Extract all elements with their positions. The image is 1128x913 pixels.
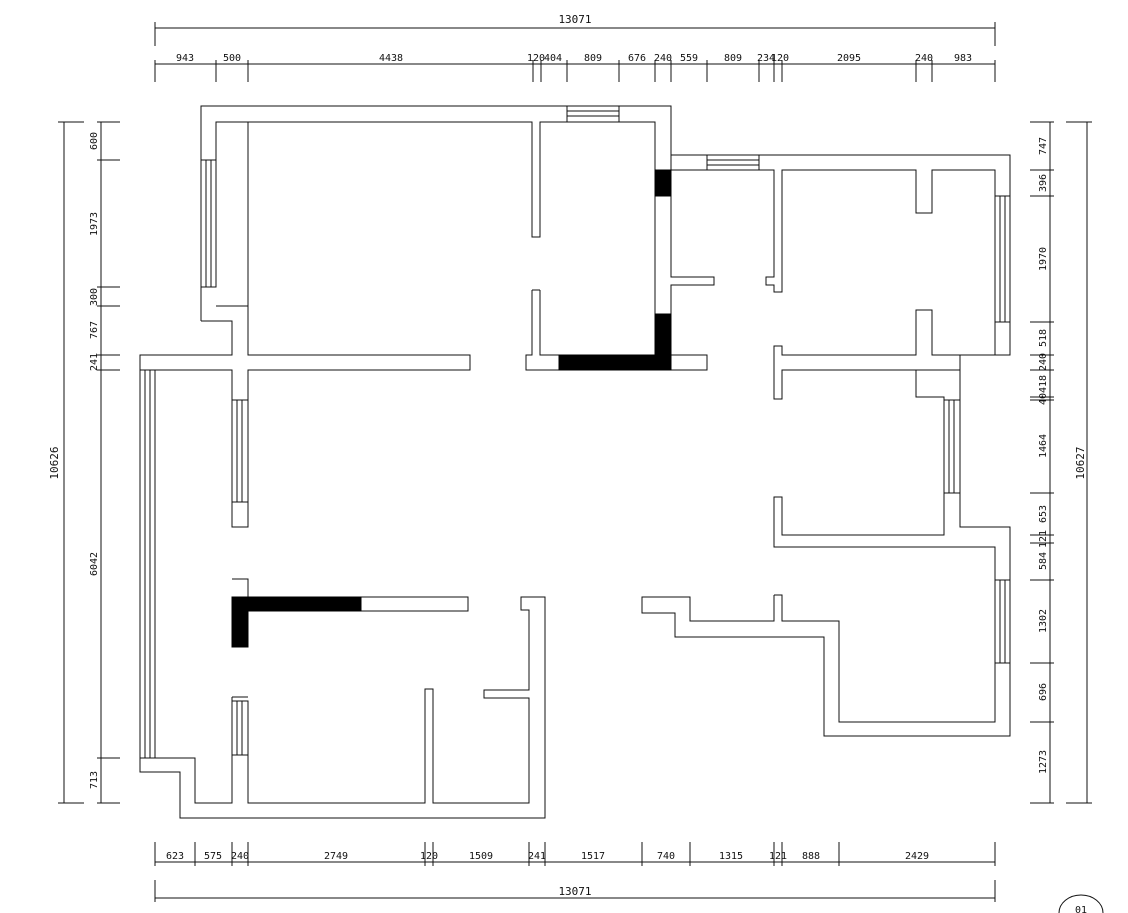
wall-outline [215, 121, 656, 371]
top-dim-label: 676 [628, 53, 646, 64]
top-dim-label: 809 [724, 53, 742, 64]
bottom-dim-label: 888 [802, 851, 820, 862]
right-dim-label: 1464 [1038, 434, 1049, 458]
concrete-column [231, 596, 249, 648]
wall-outline [216, 122, 249, 307]
bottom-dim-label: 1315 [719, 851, 743, 862]
window-left-upper [200, 159, 217, 288]
top-dim-label: 234 [757, 53, 775, 64]
top-dim-label: 4438 [379, 53, 403, 64]
top-dim-label: 559 [680, 53, 698, 64]
windows [139, 105, 1011, 759]
window-top-right [706, 154, 760, 171]
right-dim-label: 40 [1038, 393, 1049, 405]
right-dim-label: 1970 [1038, 247, 1049, 271]
right-dim-label: 418 [1038, 375, 1049, 393]
right-dim-label: 121 [1038, 530, 1049, 548]
right-dim-label: 747 [1038, 137, 1049, 155]
left-dim-label: 1973 [89, 212, 100, 236]
bottom-dim-label: 1517 [581, 851, 605, 862]
right-dim-label: 396 [1038, 174, 1049, 192]
bottom-dim-label: 121 [769, 851, 787, 862]
left-dim-label: 6042 [89, 552, 100, 576]
top-dim-label: 983 [954, 53, 972, 64]
bottom-total-dimension: 13071 [558, 885, 591, 898]
right-dim-label: 518 [1038, 329, 1049, 347]
bottom-dim-label: 740 [657, 851, 675, 862]
right-dim-label: 240 [1038, 353, 1049, 371]
top-total-dimension: 13071 [558, 13, 591, 26]
top-dim-label: 2095 [837, 53, 861, 64]
left-dim-label: 600 [89, 132, 100, 150]
top-dim-label: 500 [223, 53, 241, 64]
right-dimension-chain: 747 396 1970 518 240 418 40 1464 653 121… [1030, 121, 1092, 804]
left-dim-label: 241 [89, 353, 100, 371]
window-inner-lower-left [231, 700, 249, 756]
wall-outline [671, 169, 996, 723]
left-ticks [97, 121, 120, 804]
wall-outline [539, 290, 559, 356]
right-ticks [1030, 121, 1054, 804]
bottom-dimension-chain: 623 575 240 2749 120 1509 241 1517 740 1… [154, 842, 996, 902]
top-dim-label: 120 [771, 53, 789, 64]
right-dim-label: 653 [1038, 505, 1049, 523]
bottom-ticks [154, 842, 996, 866]
left-dimension-chain: 10626 600 1973 300 767 241 6042 713 [48, 121, 120, 804]
left-dim-label: 767 [89, 321, 100, 339]
window-left-long [139, 369, 156, 759]
top-dim-label: 404 [544, 53, 562, 64]
bottom-dim-label: 240 [231, 851, 249, 862]
window-inner-left [231, 399, 249, 503]
top-dimension-chain: 13071 943 500 4438 120 404 809 676 240 [154, 13, 996, 82]
left-dim-label: 713 [89, 771, 100, 789]
window-right-middle [943, 399, 961, 494]
bottom-dim-label: 575 [204, 851, 222, 862]
top-dim-label: 809 [584, 53, 602, 64]
wall-outline [670, 155, 715, 371]
bottom-dim-label: 2429 [905, 851, 929, 862]
concrete-column [654, 169, 672, 197]
wall-outline [139, 306, 546, 819]
wall-outline [525, 290, 559, 371]
bottom-dim-label: 120 [420, 851, 438, 862]
bottom-dim-label: 1509 [469, 851, 493, 862]
drawing-stamp: 01 [1058, 894, 1104, 913]
right-dim-label: 1302 [1038, 609, 1049, 633]
solid-blocks [231, 169, 672, 648]
top-ticks [154, 60, 996, 82]
right-total-dimension: 10627 [1074, 446, 1087, 479]
right-dim-label: 1273 [1038, 750, 1049, 774]
concrete-beam [558, 354, 656, 371]
wall-outline [200, 105, 1011, 737]
bottom-dim-label: 241 [528, 851, 546, 862]
window-top [566, 105, 620, 123]
concrete-beam [247, 596, 362, 612]
window-right-lower [994, 579, 1011, 664]
concrete-column [654, 313, 672, 371]
bottom-dim-label: 623 [166, 851, 184, 862]
right-dim-label: 584 [1038, 552, 1049, 570]
left-dim-label: 300 [89, 288, 100, 306]
top-dim-label: 120 [527, 53, 545, 64]
walls [139, 105, 1011, 819]
top-dim-label: 943 [176, 53, 194, 64]
window-right-upper [994, 195, 1011, 323]
top-dim-label: 240 [654, 53, 672, 64]
top-dim-label: 240 [915, 53, 933, 64]
bottom-dim-label: 2749 [324, 851, 348, 862]
left-total-dimension: 10626 [48, 446, 61, 479]
right-dim-label: 696 [1038, 683, 1049, 701]
stamp-label: 01 [1075, 905, 1087, 913]
